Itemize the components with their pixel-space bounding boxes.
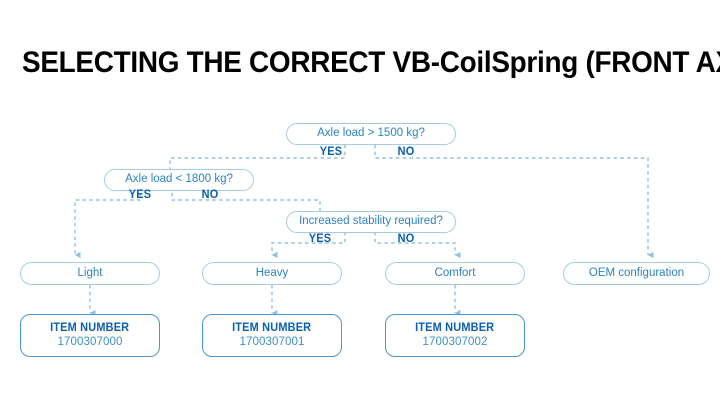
item-number-value: 1700307002 <box>422 336 488 348</box>
decision-node-axle-load-1500[interactable]: Axle load > 1500 kg? <box>286 123 456 145</box>
item-number-title: ITEM NUMBER <box>232 321 312 334</box>
branch-label-d1-no: NO <box>397 146 415 158</box>
branch-label-d2-no: NO <box>201 189 219 201</box>
decision-node-increased-stability[interactable]: Increased stability required? <box>286 211 456 233</box>
item-number-title: ITEM NUMBER <box>50 321 130 334</box>
branch-label-d1-yes: YES <box>319 146 343 158</box>
item-number-title: ITEM NUMBER <box>415 321 495 334</box>
result-node-comfort[interactable]: Comfort <box>385 262 525 285</box>
item-number-value: 1700307000 <box>57 336 123 348</box>
item-number-box-heavy[interactable]: ITEM NUMBER 1700307001 <box>202 314 342 357</box>
result-node-heavy[interactable]: Heavy <box>202 262 342 285</box>
branch-label-d3-no: NO <box>397 233 415 245</box>
branch-label-d3-yes: YES <box>308 233 332 245</box>
page-title: SELECTING THE CORRECT VB-CoilSpring (FRO… <box>22 46 720 79</box>
decision-node-axle-load-1800[interactable]: Axle load < 1800 kg? <box>104 169 254 191</box>
item-number-box-comfort[interactable]: ITEM NUMBER 1700307002 <box>385 314 525 357</box>
item-number-box-light[interactable]: ITEM NUMBER 1700307000 <box>20 314 160 357</box>
item-number-value: 1700307001 <box>239 336 305 348</box>
branch-label-d2-yes: YES <box>128 189 152 201</box>
result-node-oem-configuration[interactable]: OEM configuration <box>563 262 710 285</box>
result-node-light[interactable]: Light <box>20 262 160 285</box>
